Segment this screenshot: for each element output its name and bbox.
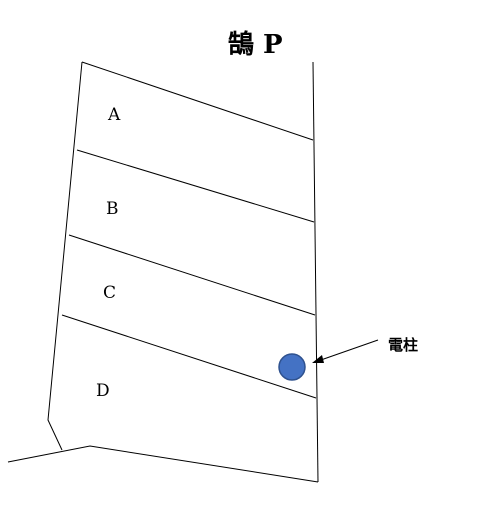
- right-boundary-line: [312, 61, 319, 483]
- bottom-boundary-line: [7, 445, 319, 483]
- lot-label-b: B: [106, 199, 119, 219]
- diagram-title: 鵠 P: [228, 30, 283, 60]
- left-boundary-line: [47, 61, 83, 451]
- utility-pole-label: 電柱: [388, 336, 418, 354]
- lot-label-a: A: [107, 105, 121, 125]
- lot-label-d: D: [96, 381, 110, 401]
- lot-divider-c-d: [61, 314, 317, 399]
- lot-divider-b-c: [68, 234, 316, 316]
- lot-top-edge: [81, 61, 314, 141]
- pole-pointer-arrow-line: [317, 339, 379, 362]
- pole-pointer-arrowhead: [312, 355, 324, 363]
- lot-label-c: C: [103, 283, 116, 303]
- lot-divider-a-b: [76, 149, 315, 223]
- utility-pole-marker: [278, 353, 306, 381]
